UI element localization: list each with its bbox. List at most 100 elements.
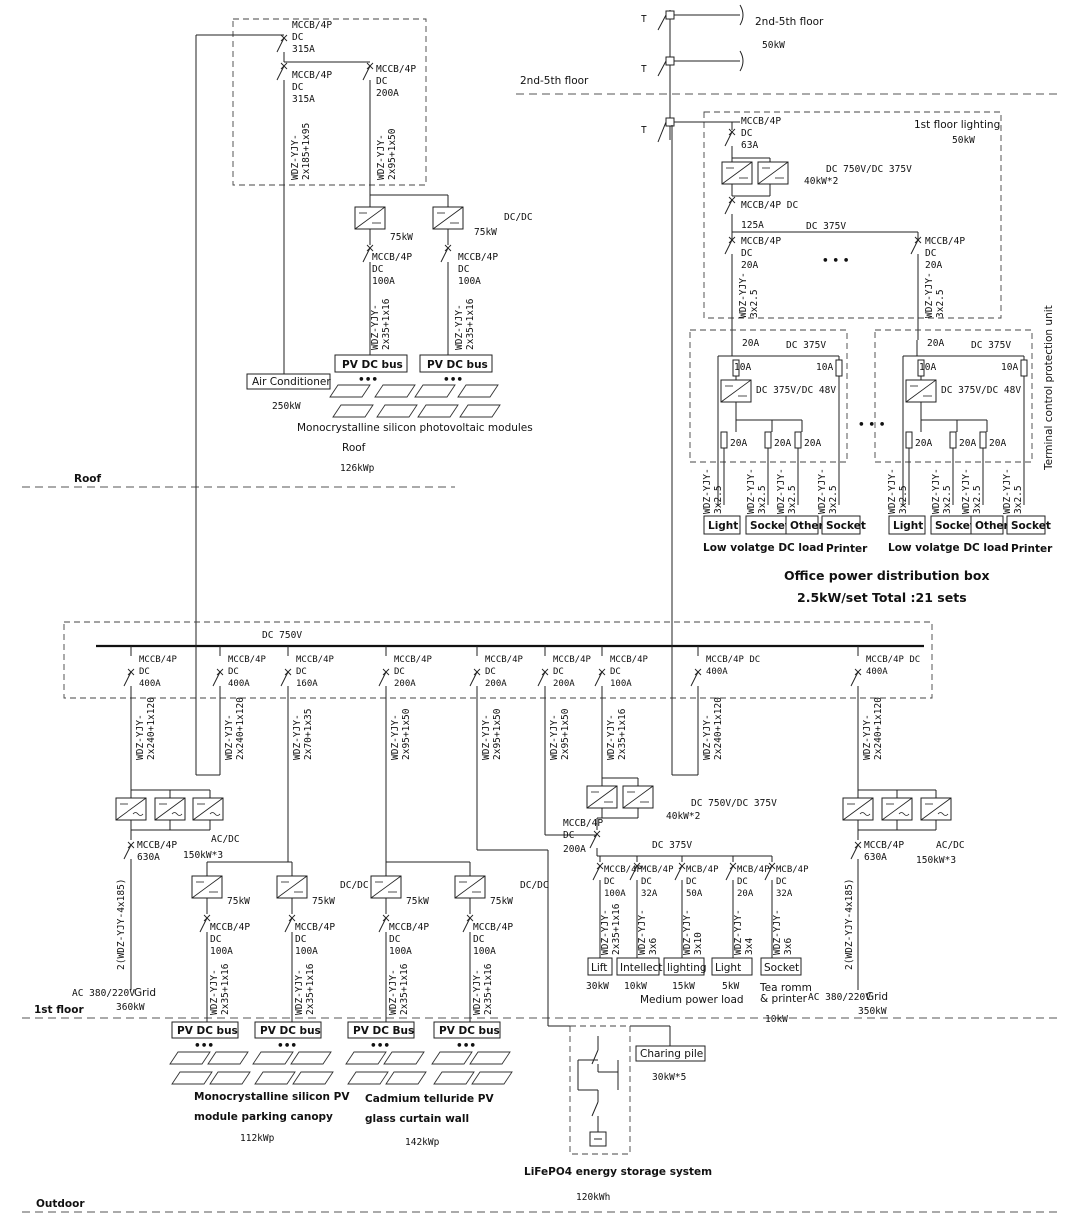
grid-left-power: 360kW <box>116 1002 145 1013</box>
main-bus-label: DC 750V <box>262 630 302 641</box>
first-floor-label: 1st floor <box>34 1004 84 1016</box>
medium-caption: Medium power load <box>640 994 744 1006</box>
unit-0-conv: DC 375V/DC 48V <box>756 385 836 396</box>
office-dc375: DC 375V <box>806 221 846 232</box>
tea-room-power: 10kW <box>765 1014 788 1025</box>
air-conditioner-box <box>246 373 331 390</box>
medium-power-3: 5kW <box>722 981 739 992</box>
terminal-protection-label: Terminal control protection unit <box>1043 305 1055 471</box>
grid-left-grid: Grid <box>134 987 156 999</box>
unit-1-fuse-e: 20A <box>989 438 1006 449</box>
pv-first-ellipsis-3: ••• <box>456 1040 476 1052</box>
cdte-caption: Cadmium telluride PV glass curtain wall <box>365 1093 497 1125</box>
feeder-5-cable: WDZ-YJY-2x95+1x50 <box>549 708 571 760</box>
mono-caption: Monocrystalline silicon PV module parkin… <box>194 1091 353 1123</box>
medium-breaker-in: MCCB/4P DC 200A <box>563 818 609 855</box>
svg-text:T: T <box>641 125 647 136</box>
medium-load-box-2 <box>663 957 705 976</box>
unit-0-fuse-e: 20A <box>804 438 821 449</box>
unit-1-cable: WDZ-YJY-3x2.5 <box>887 468 909 514</box>
pv-first-bus-3 <box>433 1021 501 1039</box>
unit-1-load-1: Socket <box>935 520 975 532</box>
pv-first-bus-2-label: PV DC Bus <box>353 1025 414 1037</box>
pv-first-ellipsis-1: ••• <box>277 1040 297 1052</box>
unit-0-load-box-0 <box>703 515 741 535</box>
unit-0-fuse-b: 10A <box>816 362 833 373</box>
pv-first-branch-2-cable: WDZ-YJY-2x35+1x16 <box>388 963 410 1015</box>
pv-first-ellipsis-0: ••• <box>194 1040 214 1052</box>
office-unit-dots: • • • <box>858 419 885 431</box>
roof-cable-pv: WDZ-YJY- 2x95+1x50 <box>376 128 398 180</box>
mono-power: 112kWp <box>240 1133 275 1144</box>
office-converter-label: DC 750V/DC 375V <box>826 164 912 175</box>
roof-pv-bus-2-label: PV DC bus <box>427 359 488 371</box>
medium-cable-1: WDZ-YJY-3x6 <box>637 909 659 955</box>
roof-conv1-power: 75kW <box>390 232 413 243</box>
roof-caption: Roof <box>342 442 366 454</box>
grid-left-acdc-power: 150kW*3 <box>183 850 223 861</box>
office-main-breaker: MCCB/4P DC 63A <box>741 116 787 151</box>
feeder-3-cable: WDZ-YJY-2x95+1x50 <box>390 708 412 760</box>
pv-first-conv-3-power: 75kW <box>490 896 513 907</box>
pv-first-dcdc-1: DC/DC <box>340 880 369 891</box>
unit-0-fuse-c: 20A <box>730 438 747 449</box>
unit-0-fuse-a: 10A <box>734 362 751 373</box>
cdte-power: 142kWp <box>405 1137 440 1148</box>
office-box-title: Office power distribution box <box>784 568 990 583</box>
office-branch-breaker-1: MCCB/4P DC 20A <box>741 236 787 271</box>
grid-right-acdc-label: AC/DC <box>936 840 965 851</box>
office-branch-cable-2: WDZ-YJY- 3x2.5 <box>924 267 946 319</box>
floor-dividers <box>22 93 1060 1213</box>
medium-bus-label: DC 375V <box>652 840 692 851</box>
medium-power-1: 10kW <box>624 981 647 992</box>
medium-conv-power: 40kW*2 <box>666 811 700 822</box>
unit-1-load-2: Other <box>975 520 1010 532</box>
pv-first-bus-1 <box>254 1021 322 1039</box>
feeder-4-cable: WDZ-YJY-2x95+1x50 <box>481 708 503 760</box>
office-lighting-box <box>674 111 1002 340</box>
tea-room-caption: Tea romm & printer <box>759 982 815 1005</box>
unit-1-conv: DC 375V/DC 48V <box>941 385 1021 396</box>
office-branch-breaker-2: MCCB/4P DC 20A <box>925 236 971 271</box>
unit-0-lv-caption: Low volatge DC load <box>703 542 824 554</box>
pv-first-bus-1-label: PV DC bus <box>260 1025 321 1037</box>
unit-0-load-2: Other <box>790 520 825 532</box>
pv-first-bus-0-label: PV DC bus <box>177 1025 238 1037</box>
unit-1-fuse-d: 20A <box>959 438 976 449</box>
air-conditioner-label: Air Conditioner <box>252 376 331 388</box>
feeder-1-cable: WDZ-YJY-2x240+1x120 <box>224 697 246 760</box>
medium-load-0: Lift <box>591 962 607 974</box>
svg-text:T: T <box>641 64 647 75</box>
office-converter-power: 40kW*2 <box>804 176 838 187</box>
unit-0-load-3: Socket <box>826 520 866 532</box>
pv-first-bus-0 <box>171 1021 239 1039</box>
grid-left-cable: 2(WDZ-YJY-4x185) <box>116 878 127 970</box>
roof-breaker-pv: MCCB/4P DC 200A <box>376 64 422 99</box>
roof-converters <box>354 206 464 355</box>
roof-pv-bus-1-label: PV DC bus <box>342 359 403 371</box>
storage-caption: LiFePO4 energy storage system <box>524 1166 712 1178</box>
office-sub-breaker: MCCB/4P DC 125A <box>741 200 804 231</box>
unit-0-load-box-3 <box>821 515 861 535</box>
feeder-7-cable: WDZ-YJY-2x240+1x120 <box>702 697 724 760</box>
unit-0-cable: WDZ-YJY-3x2.5 <box>817 468 839 514</box>
roof-cable-ac: WDZ-YJY- 2x185+1x95 <box>290 123 312 180</box>
pv-first-conv-2-power: 75kW <box>406 896 429 907</box>
grid-left <box>115 789 224 990</box>
grid-right <box>842 789 952 990</box>
lighting-power: 50kW <box>952 135 975 146</box>
roof-branch-breaker-2: MCCB/4P DC 100A <box>458 252 504 287</box>
unit-0-bus: DC 375V <box>786 340 826 351</box>
feeder-6-cable: WDZ-YJY-2x35+1x16 <box>606 708 628 760</box>
office-protection-units: 20A DC 375V 10A 10A DC 375V/DC 48V 20A 20A 20A W… <box>689 329 1053 555</box>
